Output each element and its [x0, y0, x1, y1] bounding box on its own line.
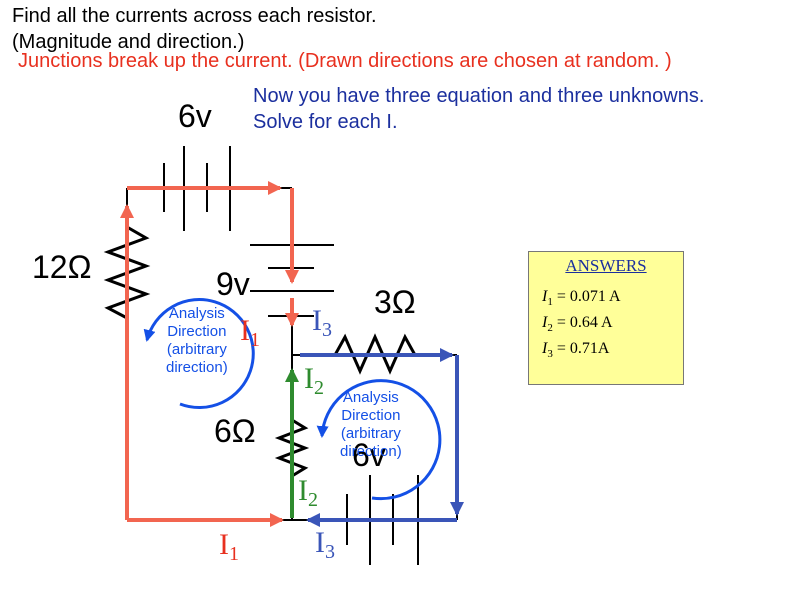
loop-arrow-left [143, 298, 255, 410]
battery-top-label: 6v [178, 98, 212, 134]
resistor-right-label: 3Ω [374, 284, 416, 320]
battery-mid-label: 9v [216, 266, 250, 302]
note-line-1: Now you have three equation and three un… [253, 85, 705, 107]
current-i1-path [120, 181, 299, 527]
header-line-1: Find all the currents across each resist… [12, 5, 377, 27]
current-label-i1-mid: I1 [240, 314, 260, 351]
answer-i2: I2 = 0.64 A [542, 314, 613, 335]
header-line-3: Junctions break up the current. (Drawn d… [18, 50, 672, 72]
resistor-mid-label: 6Ω [214, 413, 256, 449]
current-label-i2-upper: I2 [304, 362, 324, 399]
current-label-i3-upper: I3 [312, 304, 332, 341]
answer-i3: I3 = 0.71A [542, 340, 610, 361]
current-label-i2-lower: I2 [298, 474, 318, 511]
resistor-middle [274, 418, 310, 478]
current-label-i1-bottom: I1 [219, 528, 239, 565]
battery-bottom-label: 6v [352, 437, 386, 473]
answers-box: ANSWERS I1 = 0.071 A I2 = 0.64 A I3 = 0.… [528, 251, 684, 385]
header-line-2: (Magnitude and direction.) [12, 31, 245, 53]
loop-left-label: Analysis Direction (arbitrary direction) [166, 305, 228, 376]
current-i3-path [300, 348, 464, 527]
resistor-left-label: 12Ω [32, 249, 92, 285]
loop-arrow-right [316, 379, 442, 501]
loop-right-label: Analysis Direction (arbitrary direction) [340, 389, 402, 460]
note-line-2: Solve for each I. [253, 111, 398, 133]
resistor-right [333, 333, 417, 375]
current-label-i3-bottom: I3 [315, 526, 335, 563]
answers-title: ANSWERS [565, 256, 647, 275]
answer-i1: I1 = 0.071 A [542, 288, 621, 309]
